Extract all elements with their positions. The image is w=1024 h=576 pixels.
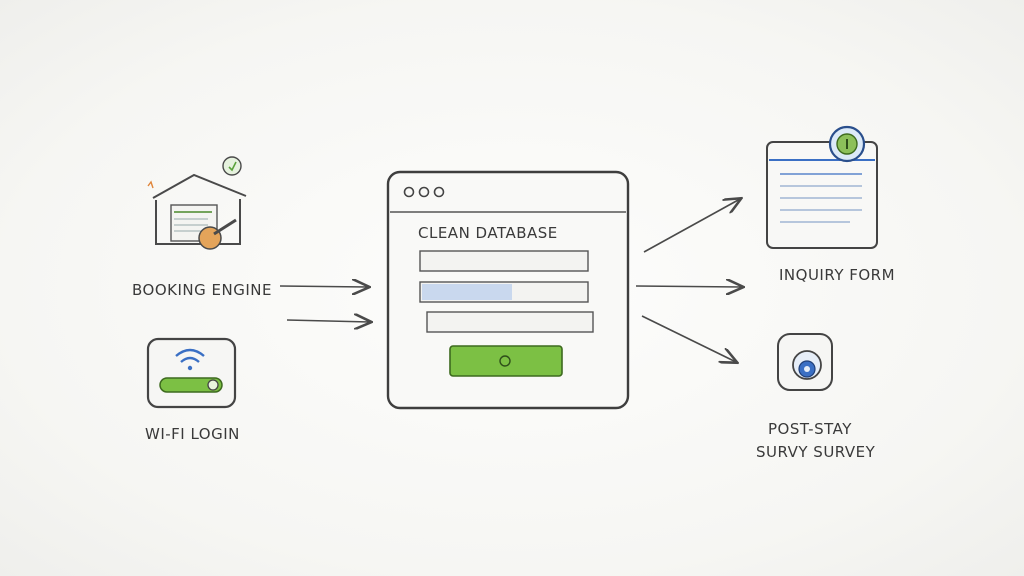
- database-submit-button: [449, 345, 563, 377]
- post-stay-survey-icon: [777, 333, 833, 391]
- booking-engine-label: BOOKING ENGINE: [132, 281, 272, 299]
- arrow-wifi-to-database: [286, 320, 370, 322]
- booking-engine-icon: [147, 156, 247, 250]
- post-stay-survey-label: POST-STAY SURVY SURVEY: [756, 418, 875, 464]
- post-stay-label-line2: SURVY SURVEY: [756, 443, 876, 461]
- clean-database-title: CLEAN DATABASE: [418, 224, 558, 242]
- clean-database-window: [386, 170, 630, 410]
- arrow-booking-to-database: [279, 286, 368, 287]
- wifi-login-label: WI-FI LOGIN: [145, 425, 240, 443]
- wifi-login-icon: [146, 337, 237, 409]
- inquiry-form-icon: [766, 125, 878, 249]
- inquiry-form-label: INQUIRY FORM: [779, 266, 896, 284]
- arrow-database-to-inquiry-form: [643, 199, 740, 253]
- arrow-database-to-middle: [635, 286, 742, 287]
- arrow-database-to-survey: [641, 315, 736, 362]
- post-stay-label-line1: POST-STAY: [768, 420, 852, 438]
